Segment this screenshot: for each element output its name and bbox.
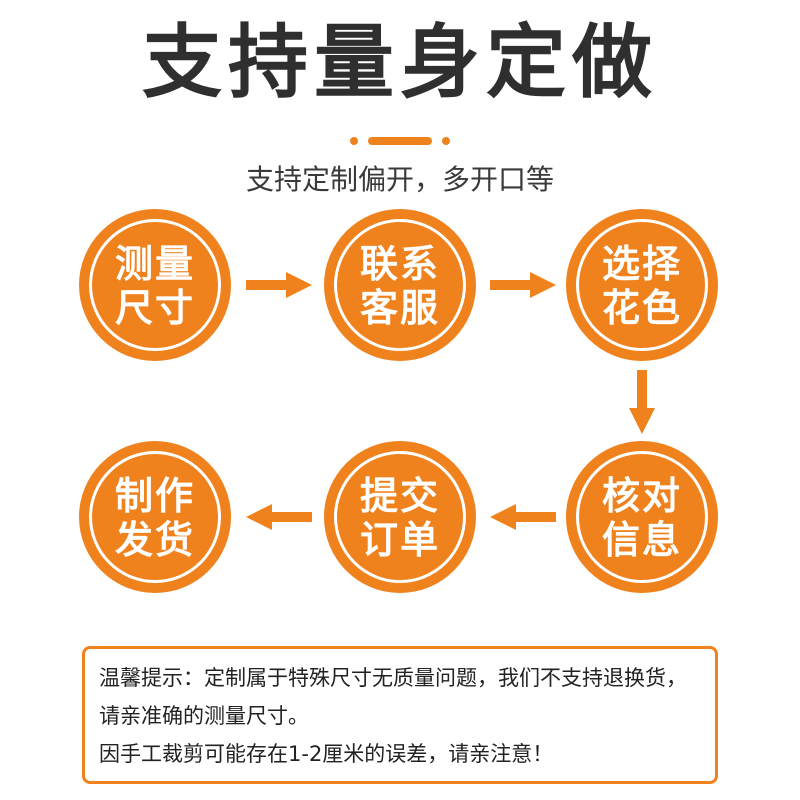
step-choose-color: 选择 花色: [566, 209, 718, 361]
notice-line-1: 温馨提示：定制属于特殊尺寸无质量问题，我们不支持退换货，请亲准确的测量尺寸。: [99, 666, 687, 728]
title-divider: [350, 137, 450, 145]
arrow-left-icon: [246, 504, 312, 530]
page-title: 支持量身定做: [142, 16, 658, 109]
step-ring: [576, 451, 708, 583]
notice-box: 温馨提示：定制属于特殊尺寸无质量问题，我们不支持退换货，请亲准确的测量尺寸。 因…: [82, 646, 718, 784]
step-label: 联系 客服: [359, 242, 440, 330]
divider-dot-right: [442, 137, 450, 145]
step-label: 核对 信息: [601, 474, 682, 562]
step-ring: [89, 451, 221, 583]
step-make-ship: 制作 发货: [79, 441, 231, 593]
step-measure-size: 测量 尺寸: [79, 209, 231, 361]
arrow-right-icon: [490, 272, 556, 298]
arrow-down-icon: [629, 370, 655, 434]
step-label: 选择 花色: [601, 242, 682, 330]
step-ring: [576, 219, 708, 351]
step-ring: [334, 219, 466, 351]
arrow-right-icon: [246, 272, 312, 298]
step-ring: [334, 451, 466, 583]
divider-bar: [368, 137, 432, 145]
subtitle: 支持定制偏开，多开口等: [245, 163, 554, 196]
step-verify-info: 核对 信息: [566, 441, 718, 593]
notice-line-2: 因手工裁剪可能存在1-2厘米的误差，请亲注意！: [99, 742, 554, 766]
step-label: 制作 发货: [114, 474, 195, 562]
step-ring: [89, 219, 221, 351]
arrow-left-icon: [490, 504, 556, 530]
step-submit-order: 提交 订单: [324, 441, 476, 593]
step-label: 测量 尺寸: [114, 242, 195, 330]
divider-dot-left: [350, 137, 358, 145]
step-label: 提交 订单: [359, 474, 440, 562]
step-contact-service: 联系 客服: [324, 209, 476, 361]
